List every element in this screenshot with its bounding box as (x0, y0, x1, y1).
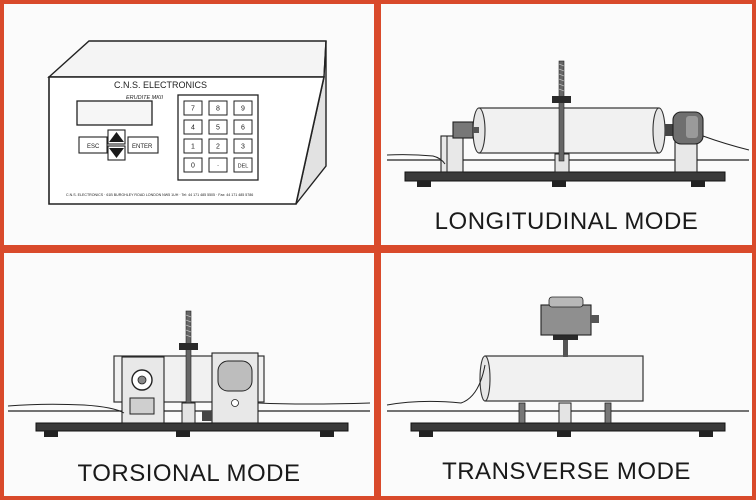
left-transducer (452, 121, 474, 139)
controller-illustration: C.N.S. ELECTRONICS ERUDITE MKII ESC ENTE… (47, 40, 327, 205)
threaded-rod (558, 60, 565, 162)
specimen-bar (478, 107, 660, 154)
base-foot (44, 431, 58, 437)
keypad-key[interactable] (208, 138, 228, 154)
support-pin (518, 402, 526, 424)
enter-button[interactable] (127, 136, 159, 154)
esc-button[interactable] (78, 136, 108, 154)
controller-brand: C.N.S. ELECTRONICS (114, 80, 207, 90)
enter-button-label: ENTER (132, 144, 153, 150)
longitudinal-illustration (386, 60, 750, 187)
arrow-up-icon (109, 132, 124, 142)
longitudinal-panel: LONGITUDINAL MODE (381, 4, 752, 245)
keypad-key-label: DEL (238, 164, 249, 170)
cable (386, 154, 446, 165)
clamp-nut (552, 96, 571, 103)
base-plate (35, 422, 349, 432)
center-support (558, 402, 572, 424)
torsional-panel: TORSIONAL MODE (4, 253, 374, 496)
clamp-nut (553, 332, 578, 340)
clamp-nut (179, 343, 198, 350)
base-foot (699, 431, 713, 437)
base-foot (419, 431, 433, 437)
keypad: 7 8 9 4 5 6 1 2 3 0 · DEL (183, 100, 253, 173)
esc-button-label: ESC (87, 144, 100, 150)
torsional-illustration (7, 310, 371, 437)
transverse-illustration (386, 296, 749, 437)
base-foot (417, 181, 431, 187)
cable (257, 402, 371, 405)
keypad-key-label: · (217, 163, 219, 170)
base-plate (410, 422, 726, 432)
keypad-key[interactable] (183, 100, 203, 116)
controller-model: ERUDITE MKII (126, 95, 163, 101)
keypad-key-label: 6 (241, 125, 245, 132)
controller-display (76, 100, 153, 126)
support-pin (604, 402, 612, 424)
base-foot (557, 431, 571, 437)
transverse-panel: TRANSVERSE MODE (381, 253, 752, 496)
keypad-key-label: 1 (191, 144, 195, 151)
cable (386, 364, 486, 406)
cable (7, 403, 125, 414)
controller-top-face (47, 40, 327, 78)
keypad-key-label: 3 (241, 144, 245, 151)
base-foot (320, 431, 334, 437)
keypad-key[interactable] (208, 100, 228, 116)
controller-panel: C.N.S. ELECTRONICS ERUDITE MKII ESC ENTE… (4, 4, 374, 245)
keypad-key[interactable] (233, 100, 253, 116)
keypad-key-label: 5 (216, 125, 220, 132)
specimen-bar-end (652, 107, 666, 154)
keypad-key[interactable] (208, 119, 228, 135)
keypad-key-label: 7 (191, 106, 195, 113)
arrow-down-icon (109, 148, 124, 158)
keypad-key[interactable] (183, 138, 203, 154)
keypad-key-label: 8 (216, 106, 220, 113)
longitudinal-caption: LONGITUDINAL MODE (434, 208, 699, 235)
keypad-key-label: 0 (191, 163, 195, 170)
base-foot (552, 181, 566, 187)
keypad-key[interactable] (233, 157, 253, 173)
keypad-key[interactable] (233, 138, 253, 154)
base-foot (176, 431, 190, 437)
torsional-caption: TORSIONAL MODE (77, 460, 301, 487)
transverse-caption: TRANSVERSE MODE (442, 458, 691, 485)
specimen-bar (484, 355, 644, 402)
transverse-driver (540, 304, 592, 336)
keypad-key[interactable] (233, 119, 253, 135)
keypad-key-label: 2 (216, 144, 220, 151)
cable (702, 135, 750, 151)
controller-footer: C.N.S. ELECTRONICS · 61B BURGHLEY ROAD L… (66, 193, 253, 197)
center-support (181, 402, 196, 424)
base-foot (691, 181, 705, 187)
keypad-key-label: 4 (191, 125, 195, 132)
left-stand (440, 135, 464, 173)
keypad-key-label: 9 (241, 106, 245, 113)
keypad-key[interactable] (183, 157, 203, 173)
keypad-key[interactable] (183, 119, 203, 135)
base-plate (404, 171, 726, 182)
keypad-key[interactable] (208, 157, 228, 173)
